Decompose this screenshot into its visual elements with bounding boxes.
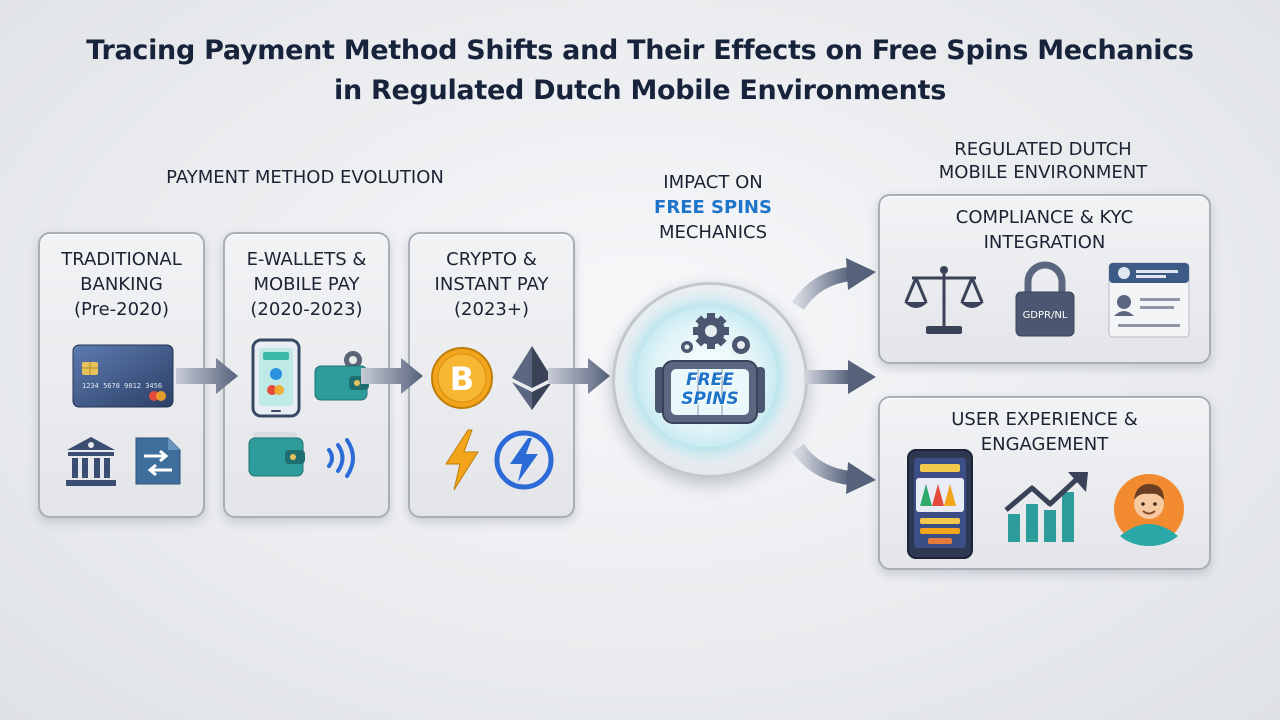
svg-text:B: B xyxy=(450,360,474,398)
mobile-slot-icon xyxy=(906,448,974,560)
diagram-title-line-2: in Regulated Dutch Mobile Environments xyxy=(334,75,946,106)
stage-title-line-1: TRADITIONAL xyxy=(61,249,182,270)
id-card-icon xyxy=(1108,262,1190,338)
contactless-icon xyxy=(321,436,365,480)
stage-title-line-1: E-WALLETS & xyxy=(246,249,367,270)
impact-heading-line-2: FREE SPINS xyxy=(654,197,772,218)
ux-title-line-2: ENGAGEMENT xyxy=(980,434,1109,455)
stage-title-line-1-top: CRYPTO & xyxy=(446,249,537,270)
stage-period: (Pre-2020) xyxy=(74,299,169,320)
impact-heading-line-1: IMPACT ON xyxy=(663,172,763,193)
lightning-icon xyxy=(442,428,482,492)
compliance-kyc-card: COMPLIANCE & KYC INTEGRATION GDPR/NL xyxy=(878,194,1211,364)
bitcoin-icon: B xyxy=(430,346,494,410)
regulated-heading-line-2: MOBILE ENVIRONMENT xyxy=(938,162,1148,183)
stage-title-line-2: MOBILE PAY xyxy=(253,274,360,295)
smartphone-pay-icon xyxy=(251,338,301,418)
bank-transfer-icon xyxy=(132,434,184,488)
impact-heading-line-3: MECHANICS xyxy=(658,222,768,243)
padlock-icon xyxy=(1012,261,1078,338)
user-avatar-icon xyxy=(1112,472,1186,546)
svg-text:1234 5678 9012 3456: 1234 5678 9012 3456 xyxy=(82,382,162,390)
stage-title-line-1: INSTANT PAY xyxy=(434,274,549,295)
flow-arrows xyxy=(790,256,880,496)
stage-period: (2023+) xyxy=(454,299,529,320)
stage-title-line-2: BANKING xyxy=(80,274,163,295)
growth-chart-icon xyxy=(1004,470,1090,544)
slot-machine-icon xyxy=(653,359,767,427)
arrow-right-icon xyxy=(176,356,240,396)
bank-icon xyxy=(64,434,118,488)
gears-icon xyxy=(675,311,757,361)
ethereum-icon xyxy=(510,344,554,412)
wallet-icon xyxy=(247,430,307,478)
user-experience-card: USER EXPERIENCE & ENGAGEMENT xyxy=(878,396,1211,570)
arrow-right-icon xyxy=(548,356,612,396)
credit-card-icon: 1234 5678 9012 3456 xyxy=(72,344,174,408)
stage-period: (2020-2023) xyxy=(250,299,363,320)
compliance-title-line-1: COMPLIANCE & KYC xyxy=(955,207,1134,228)
arrow-right-icon xyxy=(361,356,425,396)
ux-title-line-1: USER EXPERIENCE & xyxy=(951,409,1138,430)
diagram-title-line-1: Tracing Payment Method Shifts and Their … xyxy=(86,35,1194,66)
hub-label-line-1: FREE xyxy=(686,370,734,390)
payment-evolution-heading: PAYMENT METHOD EVOLUTION xyxy=(166,167,444,188)
scales-icon xyxy=(902,262,986,338)
padlock-label: GDPR/NL xyxy=(1022,310,1068,321)
regulated-heading-line-1: REGULATED DUTCH xyxy=(954,139,1132,160)
free-spins-hub: FREE SPINS xyxy=(612,282,808,478)
stage-card-crypto-instant-pay: INSTANT PAY (2023+) CRYPTO & B xyxy=(408,232,575,518)
lightning-network-icon xyxy=(494,430,554,490)
hub-label-line-2: SPINS xyxy=(681,389,739,409)
compliance-title-line-2: INTEGRATION xyxy=(983,232,1106,253)
